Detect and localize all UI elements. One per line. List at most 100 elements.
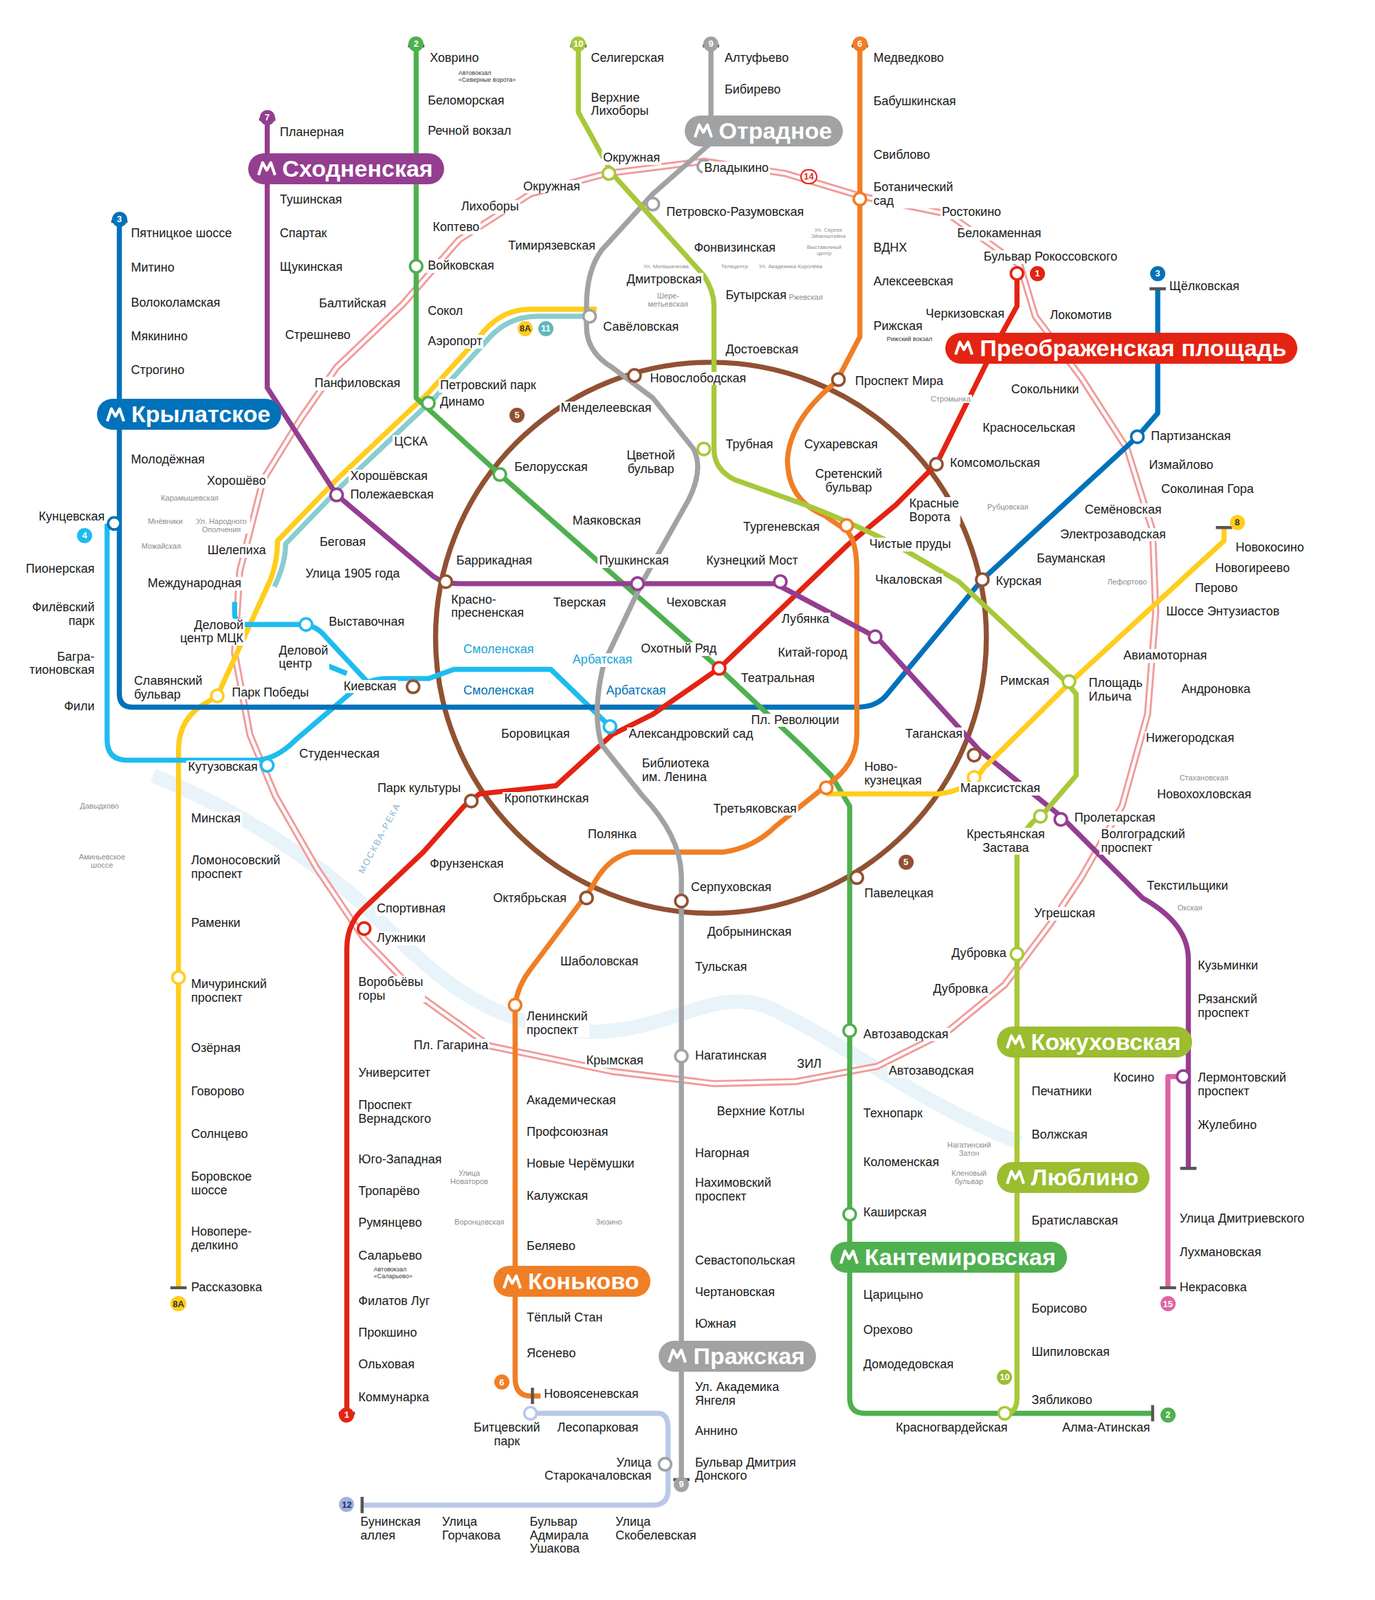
closed-station-name: Ул. Народного Ополчения [192,517,251,534]
station-name: Курская [994,574,1043,589]
station-name: Коптево [431,220,482,235]
station-name: Лужники [375,931,427,946]
closed-station-name: Окская [1176,903,1204,912]
closed-station-name: Карамышевская [159,493,220,502]
station-name: Коммунарка [356,1390,431,1405]
station-name: Кутузовская [186,760,259,775]
station-name: Динамо [438,395,487,410]
station-name: Театральная [739,671,817,686]
line-number-text: 14 [803,171,814,181]
station-ring [631,577,644,590]
station-name: Савёловская [601,320,680,335]
line-number-text: 11 [541,323,551,333]
station-ring [850,871,863,884]
river [153,775,1021,1143]
station-name: Коломенская [862,1155,941,1170]
closed-station-name: Стахановская [1178,773,1230,782]
station-name: Деловой центр [277,644,330,672]
line-number-text: 9 [678,1479,684,1489]
station-ring [580,891,593,905]
station-ring [493,468,506,481]
line-number-text: 8 [1234,517,1240,527]
station-name: Автозаводская [887,1064,976,1078]
station-name: Зябликово [1030,1393,1094,1408]
station-name: Проспект Мира [853,374,945,389]
station-name: Воробьёвы горы [356,975,425,1004]
station-name: Беломорская [426,94,506,108]
station-name: Марксистская [959,781,1042,796]
badge-text: Сходненская [282,155,434,183]
station-name: Некрасовка [1178,1280,1249,1295]
station-ring [330,488,344,502]
river-name: МОСКВА-РЕКА [356,800,403,878]
station-name: Юго-Западная [356,1152,443,1167]
station-ring [840,519,854,532]
station-name: Волжская [1030,1128,1089,1142]
station-name: Угрешская [1032,906,1097,921]
station-name: Крестьянская Застава [965,827,1047,856]
station-name: ЦСКА [392,435,429,449]
station-ring [172,971,185,984]
metro-logo [256,160,278,177]
station-name: Строгино [129,363,186,378]
note-text: Автовокзал «Саларьево» [372,1266,420,1281]
badge-text: Коньково [528,1267,640,1295]
line-8a [178,309,597,1288]
station-name: Чертановская [693,1285,777,1300]
station-ring [422,396,435,410]
station-badge: Пражская [658,1340,816,1372]
station-badge: Кожуховская [996,1026,1193,1058]
metro-logo [838,1248,860,1265]
station-name: Трубная [723,437,775,452]
station-name: Добрынинская [706,925,794,940]
line-number: 10 [996,1369,1012,1385]
metro-logo-mark [1007,1036,1024,1049]
monorail-station-name: Ул. Милашенкова [642,264,691,271]
line-number-text: 1 [1034,268,1040,278]
station-ring [439,575,452,588]
station-name: Проспект Вернадского [356,1098,433,1127]
line-number: 15 [1160,1295,1176,1312]
station-name: Каширская [862,1205,929,1220]
station-ring [628,369,641,382]
station-name: Ростокино [940,205,1003,220]
line-2 [415,46,1153,1414]
station-ring [1130,430,1144,443]
metro-logo [1005,1168,1026,1186]
line-4 [107,523,610,760]
station-name: Кузьминки [1196,959,1259,973]
station-name: Арбатская [571,653,634,667]
station-name: Площадь Ильича [1087,676,1144,704]
station-name: Аэропорт [426,334,484,349]
station-name: Косино [1111,1071,1156,1085]
station-name: ЗИЛ [795,1057,823,1072]
station-name: Библиотека им. Ленина [640,756,730,785]
station-name: Минская [189,811,242,826]
station-ring [697,442,711,456]
station-ring [832,373,845,386]
line-number-text: 15 [1163,1299,1173,1309]
station-ring [407,680,420,693]
line-12 [362,1412,669,1505]
line-number-text: 2 [1165,1410,1171,1419]
line-number-text: 3 [116,214,122,224]
station-name: Лермонтовский проспект [1196,1071,1288,1099]
station-name: Саларьево [356,1249,424,1263]
station-name: Цветной бульвар [624,448,676,477]
station-name: Волгоградский проспект [1099,827,1186,856]
station-name: Рижская [872,319,924,334]
station-name: Тверская [552,596,608,610]
station-name: Раменки [189,916,242,931]
station-name: Кропоткинская [502,792,590,806]
station-name: Таганская [904,727,964,742]
station-badge: Сходненская [248,153,445,185]
station-name: Славянский бульвар [132,674,205,702]
line-number-text: 6 [857,39,863,49]
station-name: Селигерская [589,51,666,66]
station-name: Спартак [278,226,328,241]
station-badge: Отрадное [684,115,844,147]
station-ring [524,1407,537,1420]
line-number: 3 [1150,266,1166,282]
ring-line-5 [435,362,987,913]
station-badge: Люблино [996,1161,1150,1193]
